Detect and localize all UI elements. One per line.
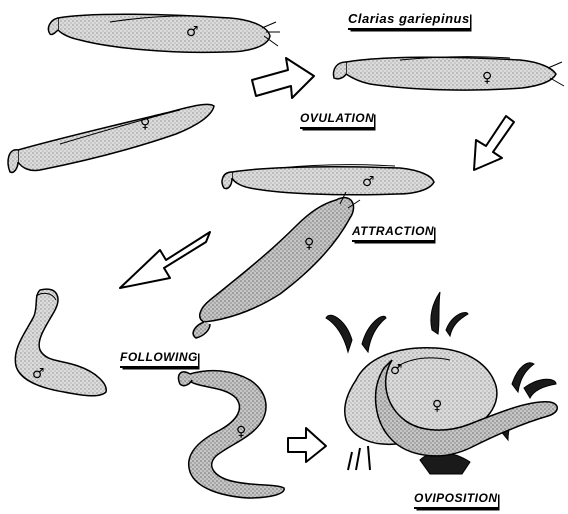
female-symbol-ovulation: ♀ xyxy=(482,70,492,86)
female-symbol-oviposition: ♀ xyxy=(432,398,442,414)
species-label: Clarias gariepinus xyxy=(348,12,470,30)
fish-male-top xyxy=(48,14,280,52)
ovulation-label: OVULATION xyxy=(300,112,374,129)
male-symbol-oviposition: ♂ xyxy=(390,362,403,378)
fish-female-ovulation xyxy=(334,57,565,90)
fish-female-coiled xyxy=(178,371,284,498)
fish-male-attraction xyxy=(222,165,434,195)
following-label: FOLLOWING xyxy=(120,351,198,368)
male-symbol-attraction: ♂ xyxy=(362,174,375,190)
male-symbol-coiled: ♂ xyxy=(32,366,45,382)
male-symbol-top: ♂ xyxy=(186,24,199,40)
female-symbol-attraction: ♀ xyxy=(304,236,314,252)
arrow-following xyxy=(120,232,210,288)
oviposition-label: OVIPOSITION xyxy=(414,492,498,509)
attraction-label: ATTRACTION xyxy=(352,225,434,242)
arrow-attraction xyxy=(474,116,514,170)
arrow-oviposition xyxy=(288,428,326,462)
fish-female-left xyxy=(8,104,214,172)
fish-male-coiled xyxy=(15,289,106,396)
female-symbol-left: ♀ xyxy=(140,116,150,132)
female-symbol-coiled: ♀ xyxy=(236,424,246,440)
arrow-ovulation xyxy=(252,58,314,98)
